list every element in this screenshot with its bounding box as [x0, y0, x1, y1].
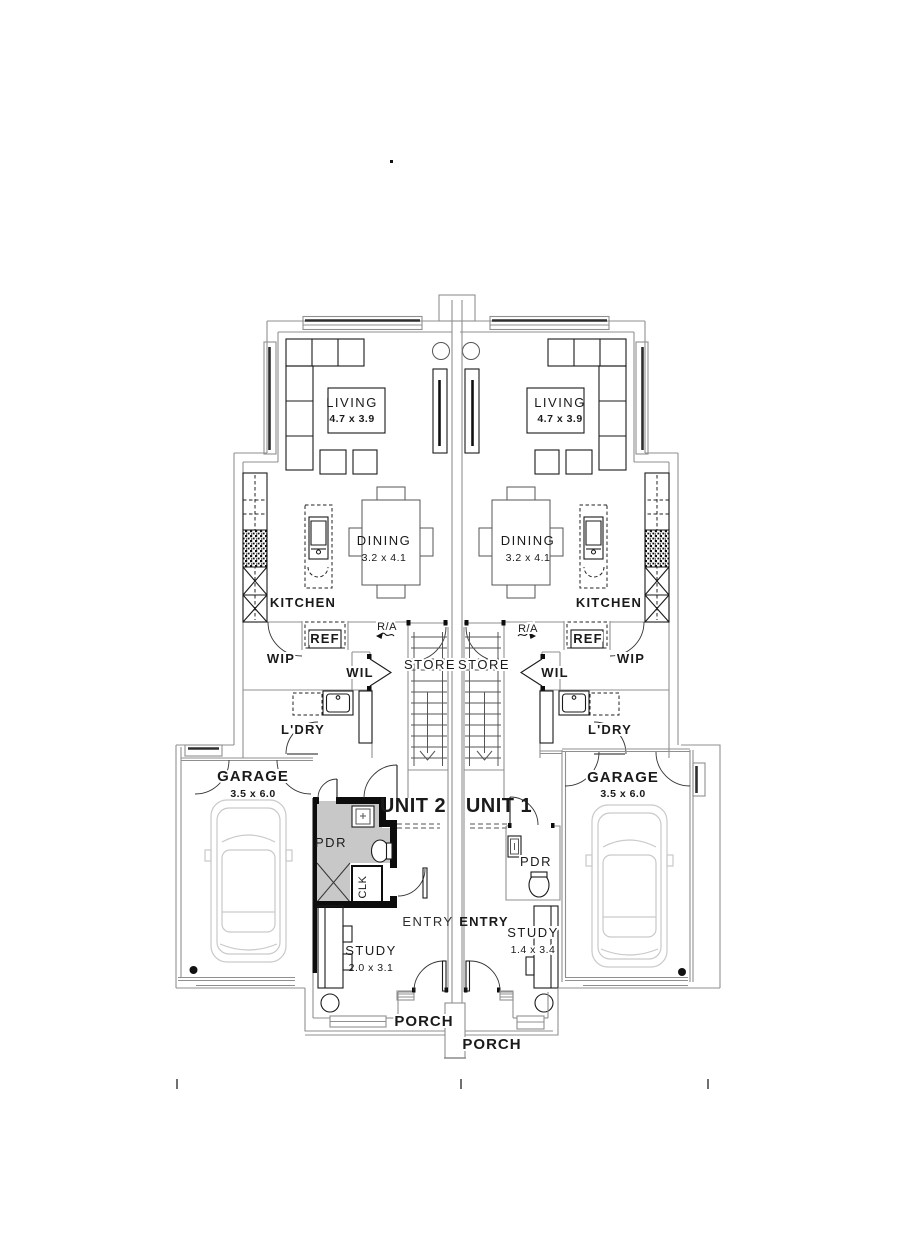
unit2-living-label: LIVING [326, 395, 378, 410]
unit2-wip-label: WIP [267, 651, 295, 666]
unit1-ldry-label: L'DRY [588, 722, 632, 737]
unit1-study-label: STUDY [507, 925, 559, 940]
unit1-ra-label: R/A [518, 623, 538, 635]
stray-dot [390, 160, 393, 163]
unit1-entry-label: ENTRY [459, 914, 509, 929]
unit1-store-label: STORE [458, 657, 510, 672]
garage-floor-waste [189, 966, 198, 974]
unit2-title: UNIT 2 [380, 795, 446, 817]
unit1-pdr [505, 796, 561, 901]
unit1-living-dim: 4.7 x 3.9 [537, 413, 582, 425]
unit2-car [204, 799, 293, 963]
garage-floor-waste [678, 968, 686, 976]
unit1-title: UNIT 1 [466, 795, 532, 817]
unit1-dining-label: DINING [501, 533, 556, 548]
unit2-dining-dim: 3.2 x 4.1 [362, 552, 407, 564]
unit1-garage-dim: 3.5 x 6.0 [600, 788, 645, 800]
unit2-study [317, 905, 353, 1013]
unit1-kitchen-label: KITCHEN [576, 595, 642, 610]
party-wall [438, 294, 476, 1003]
unit2-porch-label: PORCH [394, 1013, 453, 1030]
unit2-garage-dim: 3.5 x 6.0 [230, 788, 275, 800]
unit1-garage [540, 744, 721, 989]
unit2-ra-label: R/A [377, 621, 397, 633]
unit2-ref-label: REF [310, 631, 340, 646]
unit1-labels: LIVING 4.7 x 3.9 DINING 3.2 x 4.1 KITCHE… [456, 395, 660, 1055]
unit1-study-dim: 1.4 x 3.4 [511, 944, 556, 956]
unit2-study-label: STUDY [345, 943, 397, 958]
unit1-porch-label: PORCH [462, 1036, 521, 1053]
unit1-wil-label: WIL [541, 665, 568, 680]
unit1-ref-label: REF [573, 631, 603, 646]
unit2-front-door-arc [413, 960, 445, 992]
pdr-door-arc [317, 778, 338, 799]
unit2-clk-label: CLK [357, 875, 369, 898]
unit1-front-door-arc [469, 960, 501, 992]
unit2-dining-label: DINING [357, 533, 412, 548]
survey-ticks [176, 1079, 709, 1089]
unit2-wil-label: WIL [346, 665, 373, 680]
unit2-garage [175, 744, 313, 989]
unit1-pdr-basin [507, 835, 522, 858]
clk-door-arc [397, 868, 426, 897]
unit2-front [176, 960, 448, 1036]
unit1-study [525, 905, 559, 1013]
unit1-dining-dim: 3.2 x 4.1 [506, 552, 551, 564]
unit1-pdr-door-arc [509, 796, 539, 826]
unit2-ldry-label: L'DRY [281, 722, 325, 737]
unit2-pdr-label: PDR [315, 835, 347, 850]
unit2-store-label: STORE [404, 657, 456, 672]
unit1-wip-label: WIP [617, 651, 645, 666]
unit2-living-dim: 4.7 x 3.9 [329, 413, 374, 425]
unit2-kitchen-label: KITCHEN [270, 595, 336, 610]
unit2-entry-label: ENTRY [402, 914, 453, 929]
unit1-car [585, 804, 674, 968]
cloak-closet [351, 865, 383, 903]
hall-door-arc [363, 764, 398, 799]
unit2-labels: LIVING 4.7 x 3.9 DINING 3.2 x 4.1 KITCHE… [215, 395, 456, 1032]
unit2-garage-label: GARAGE [217, 768, 289, 785]
unit2-pdr-pod [312, 764, 428, 973]
unit1-living-label: LIVING [534, 395, 586, 410]
unit1-pdr-label: PDR [520, 854, 552, 869]
unit2-study-dim: 2.0 x 3.1 [349, 962, 394, 974]
unit1-garage-label: GARAGE [587, 769, 659, 786]
